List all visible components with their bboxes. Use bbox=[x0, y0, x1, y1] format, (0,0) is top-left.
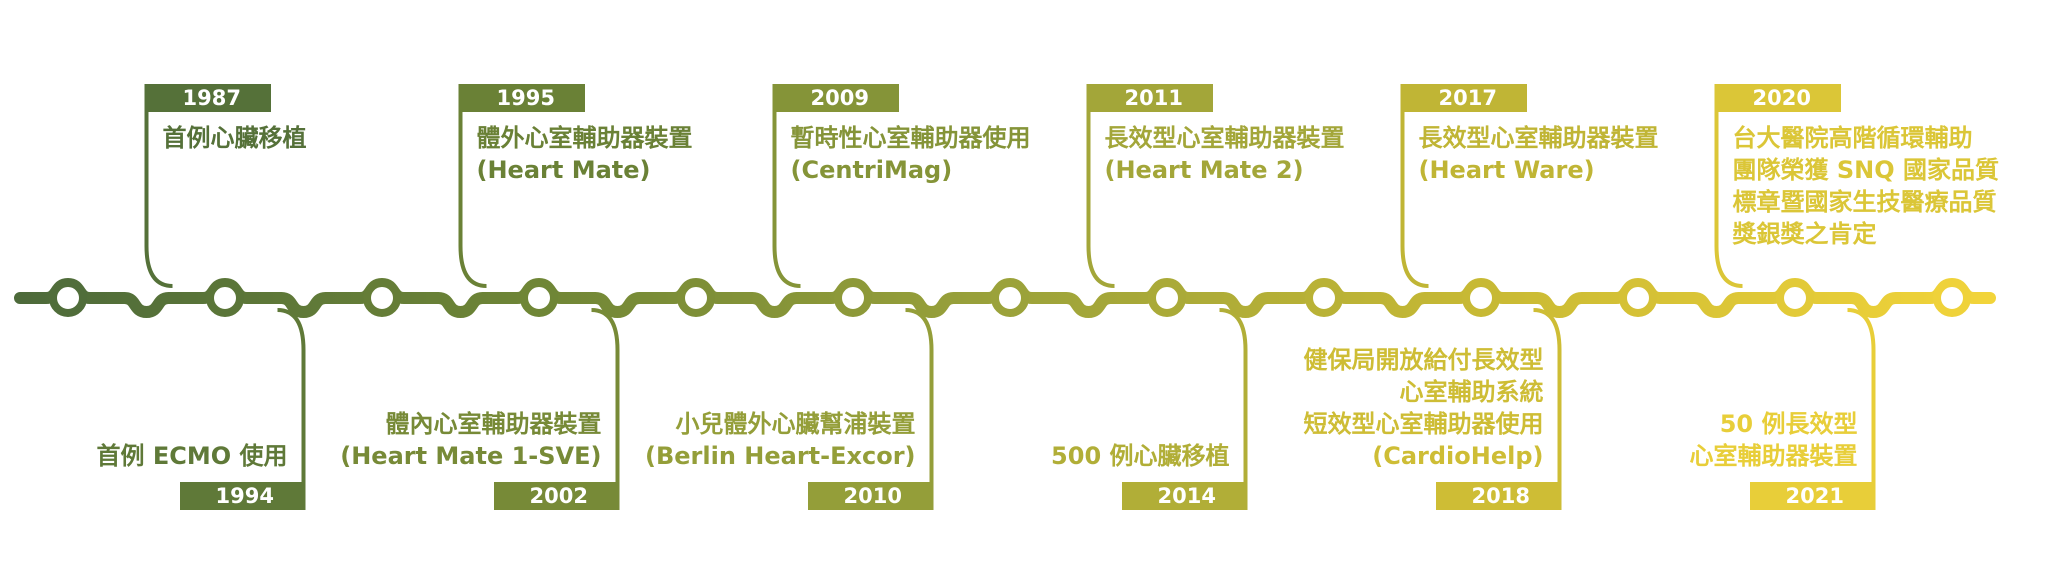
event-text-1994: 首例 ECMO 使用 bbox=[96, 442, 288, 470]
timeline-node bbox=[1462, 279, 1500, 317]
connector-2010 bbox=[905, 308, 934, 510]
event-text-2018: 健保局開放給付長效型 心室輔助系統 短效型心室輔助器使用 (CardioHelp… bbox=[1303, 346, 1544, 470]
connector-1995 bbox=[458, 84, 487, 288]
timeline-node bbox=[991, 279, 1029, 317]
timeline-node bbox=[834, 279, 872, 317]
event-text-1995: 體外心室輔助器裝置 (Heart Mate) bbox=[476, 124, 693, 184]
year-badge-2017: 2017 bbox=[1402, 84, 1527, 112]
timeline-node bbox=[206, 279, 244, 317]
event-text-1987: 首例心臟移植 bbox=[162, 124, 307, 152]
year-badge-2021: 2021 bbox=[1749, 482, 1874, 510]
event-text-2010: 小兒體外心臟幫浦裝置 (Berlin Heart-Excor) bbox=[645, 410, 916, 470]
event-text-2002: 體內心室輔助器裝置 (Heart Mate 1-SVE) bbox=[340, 410, 602, 470]
year-badge-2011: 2011 bbox=[1088, 84, 1213, 112]
event-text-2011: 長效型心室輔助器裝置 (Heart Mate 2) bbox=[1104, 124, 1345, 184]
year-badge-2010: 2010 bbox=[807, 482, 932, 510]
year-badge-2018: 2018 bbox=[1435, 482, 1560, 510]
connector-2009 bbox=[772, 84, 801, 288]
connector-2014 bbox=[1219, 308, 1248, 510]
connector-2021 bbox=[1847, 308, 1876, 510]
year-badge-2009: 2009 bbox=[774, 84, 899, 112]
connector-1987 bbox=[144, 84, 173, 288]
timeline-node bbox=[520, 279, 558, 317]
year-badge-1987: 1987 bbox=[146, 84, 271, 112]
year-badge-2002: 2002 bbox=[493, 482, 618, 510]
connector-2002 bbox=[591, 308, 620, 510]
year-badge-1995: 1995 bbox=[460, 84, 585, 112]
timeline-node bbox=[49, 279, 87, 317]
event-text-2009: 暫時性心室輔助器使用 (CentriMag) bbox=[790, 124, 1031, 184]
timeline-node bbox=[1619, 279, 1657, 317]
timeline-node bbox=[363, 279, 401, 317]
timeline-node bbox=[1148, 279, 1186, 317]
event-text-2021: 50 例長效型 心室輔助器裝置 bbox=[1689, 410, 1858, 470]
event-text-2017: 長效型心室輔助器裝置 (Heart Ware) bbox=[1418, 124, 1659, 184]
connector-2011 bbox=[1086, 84, 1115, 288]
year-badge-2014: 2014 bbox=[1121, 482, 1246, 510]
event-text-2020: 台大醫院高階循環輔助 團隊榮獲 SNQ 國家品質 標章暨國家生技醫療品質 獎銀獎… bbox=[1732, 124, 1999, 248]
connector-2018 bbox=[1533, 308, 1562, 510]
year-badge-2020: 2020 bbox=[1716, 84, 1841, 112]
timeline-node bbox=[677, 279, 715, 317]
event-text-2014: 500 例心臟移植 bbox=[1051, 442, 1230, 470]
timeline-node bbox=[1776, 279, 1814, 317]
year-badge-1994: 1994 bbox=[179, 482, 304, 510]
connector-2017 bbox=[1400, 84, 1429, 288]
timeline-node bbox=[1933, 279, 1971, 317]
timeline-node bbox=[1305, 279, 1343, 317]
connector-2020 bbox=[1714, 84, 1743, 288]
connector-1994 bbox=[277, 308, 306, 510]
